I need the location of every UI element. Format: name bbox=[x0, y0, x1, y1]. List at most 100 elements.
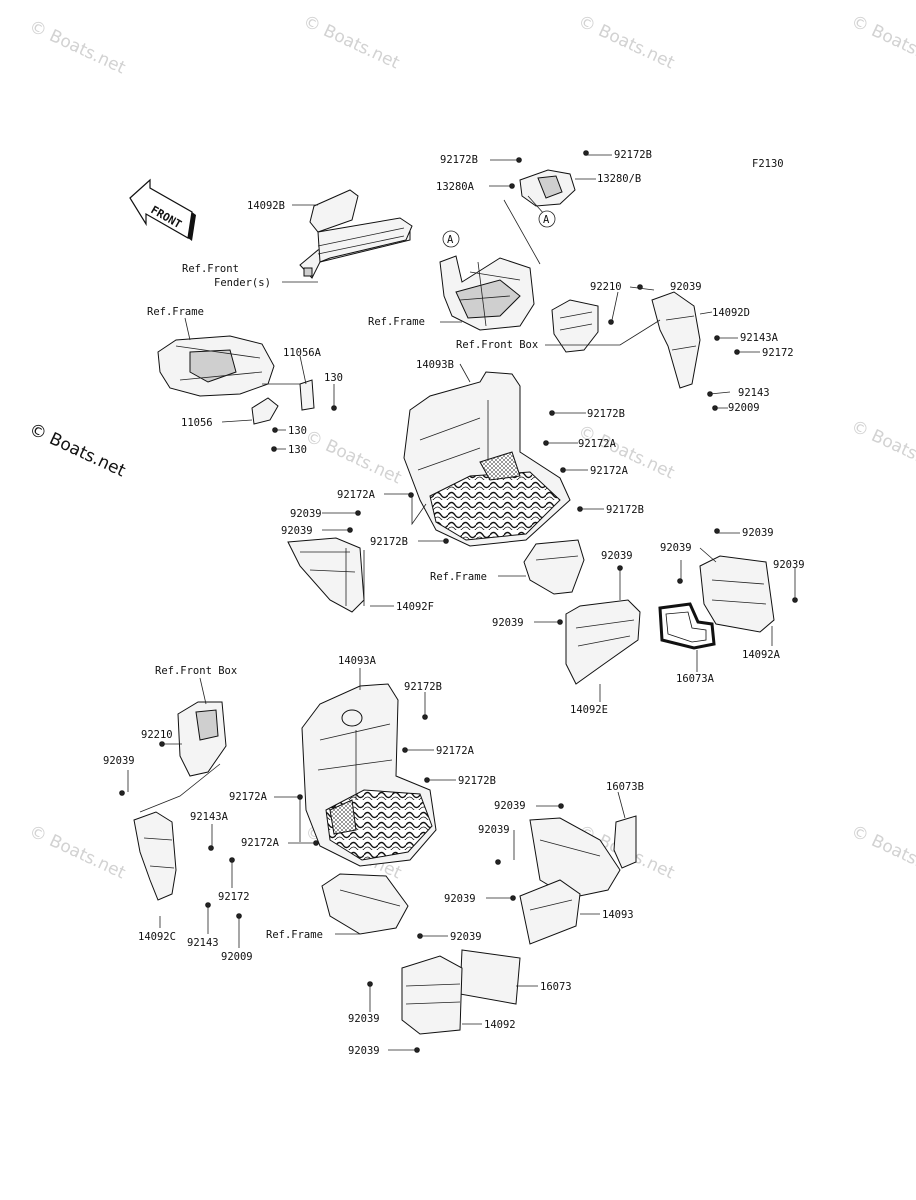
part-label: 92172A bbox=[241, 837, 280, 849]
watermark: © Boats.net bbox=[26, 16, 129, 78]
part-label: 92172B bbox=[606, 504, 644, 516]
part-label: Ref.Front Box bbox=[456, 339, 538, 351]
callout-a-mid: A bbox=[447, 234, 454, 246]
frame-bracket-bottom bbox=[321, 873, 409, 935]
part-label: 92039 bbox=[494, 800, 526, 812]
diagram-code: F2130 bbox=[752, 158, 784, 170]
part-label: 92172A bbox=[229, 791, 268, 803]
watermark: © Boats.net bbox=[848, 11, 916, 73]
leader-lines bbox=[127, 154, 796, 1051]
frame-left-11056 bbox=[157, 335, 337, 452]
part-label: 14093B bbox=[416, 359, 454, 371]
watermark: © Boats.net bbox=[848, 821, 916, 883]
part-label: Ref.Frame bbox=[430, 571, 487, 583]
part-label: 92172B bbox=[404, 681, 442, 693]
panel-14092D bbox=[551, 284, 740, 411]
gasket-16073A bbox=[658, 602, 716, 650]
shield-14093 bbox=[495, 803, 621, 945]
bracket-13280 bbox=[509, 150, 589, 207]
part-label: 92172B bbox=[587, 408, 625, 420]
part-label: 92172B bbox=[458, 775, 496, 787]
part-label: 14092B bbox=[247, 200, 285, 212]
part-label: 92039 bbox=[773, 559, 805, 571]
part-label: 14092F bbox=[396, 601, 434, 613]
part-label: 14092E bbox=[570, 704, 608, 716]
part-label: 16073A bbox=[676, 673, 715, 685]
part-label: 92143A bbox=[190, 811, 229, 823]
part-label: 92143A bbox=[740, 332, 779, 344]
shield-14092 bbox=[367, 933, 463, 1053]
part-label: 92039 bbox=[450, 931, 482, 943]
part-label: 92039 bbox=[742, 527, 774, 539]
part-label: 92172A bbox=[337, 489, 376, 501]
part-label: 92172B bbox=[614, 149, 652, 161]
part-label: 92172A bbox=[590, 465, 629, 477]
watermark: © Boats.net bbox=[26, 821, 129, 883]
frame-bracket-top bbox=[439, 255, 535, 331]
part-label: 92039 bbox=[348, 1013, 380, 1025]
part-label: 92039 bbox=[444, 893, 476, 905]
part-label: 92172A bbox=[578, 438, 617, 450]
part-label: 92172A bbox=[436, 745, 475, 757]
part-label: 16073 bbox=[540, 981, 572, 993]
part-label: Ref.Frame bbox=[266, 929, 323, 941]
part-label: 92039 bbox=[478, 824, 510, 836]
panel-14092B bbox=[299, 189, 413, 279]
part-label: 11056A bbox=[283, 347, 322, 359]
front-box-left bbox=[119, 701, 227, 796]
part-labels: 92172B 92172B 13280A 13280/B 14092B Ref.… bbox=[103, 149, 805, 1057]
copyright-notice: © Boats.net bbox=[26, 419, 129, 481]
part-label: 14092D bbox=[712, 307, 750, 319]
part-label: Ref.Frame bbox=[147, 306, 204, 318]
part-label: 11056 bbox=[181, 417, 213, 429]
plate-16073B bbox=[613, 815, 637, 869]
panel-14092A bbox=[677, 528, 798, 633]
floor-panel-14093B bbox=[403, 371, 583, 547]
shield-14092E bbox=[557, 565, 641, 685]
plate-16073 bbox=[459, 949, 521, 1005]
part-label: 92143 bbox=[738, 387, 770, 399]
part-label: 92039 bbox=[492, 617, 524, 629]
part-label: Ref.Front Box bbox=[155, 665, 237, 677]
part-label: 92172B bbox=[370, 536, 408, 548]
part-label: 92172 bbox=[762, 347, 794, 359]
front-arrow-icon: FRONT bbox=[129, 178, 196, 241]
part-label: 130 bbox=[288, 444, 307, 456]
frame-bracket-mid bbox=[523, 539, 585, 595]
part-label: 92009 bbox=[728, 402, 760, 414]
part-label: 92039 bbox=[103, 755, 135, 767]
callout-a-top: A bbox=[543, 214, 550, 226]
part-label: 14093A bbox=[338, 655, 377, 667]
part-label: 14092 bbox=[484, 1019, 516, 1031]
part-label: 92172 bbox=[218, 891, 250, 903]
shield-14092F bbox=[287, 510, 365, 613]
part-label: 92039 bbox=[670, 281, 702, 293]
watermark: © Boats.net bbox=[575, 11, 678, 73]
part-label: 130 bbox=[324, 372, 343, 384]
part-label: Ref.Front bbox=[182, 263, 239, 275]
part-label: Ref.Frame bbox=[368, 316, 425, 328]
part-label: 13280A bbox=[436, 181, 475, 193]
part-label: Fender(s) bbox=[214, 277, 271, 289]
part-label: 92210 bbox=[141, 729, 173, 741]
part-label: 92210 bbox=[590, 281, 622, 293]
part-label: 14093 bbox=[602, 909, 634, 921]
watermark: © Boats.net bbox=[302, 426, 405, 488]
watermark: © Boats.net bbox=[848, 416, 916, 478]
part-label: 92039 bbox=[660, 542, 692, 554]
floor-panel-14093A bbox=[297, 683, 437, 867]
watermark: © Boats.net bbox=[300, 11, 403, 73]
part-label: 92143 bbox=[187, 937, 219, 949]
part-label: 13280/B bbox=[597, 173, 641, 185]
part-label: 92039 bbox=[601, 550, 633, 562]
part-label: 92039 bbox=[281, 525, 313, 537]
part-label: 130 bbox=[288, 425, 307, 437]
part-label: 16073B bbox=[606, 781, 644, 793]
part-label: 14092C bbox=[138, 931, 176, 943]
part-label: 14092A bbox=[742, 649, 781, 661]
part-label: 92172B bbox=[440, 154, 478, 166]
part-label: 92009 bbox=[221, 951, 253, 963]
part-label: 92039 bbox=[290, 508, 322, 520]
part-label: 92039 bbox=[348, 1045, 380, 1057]
